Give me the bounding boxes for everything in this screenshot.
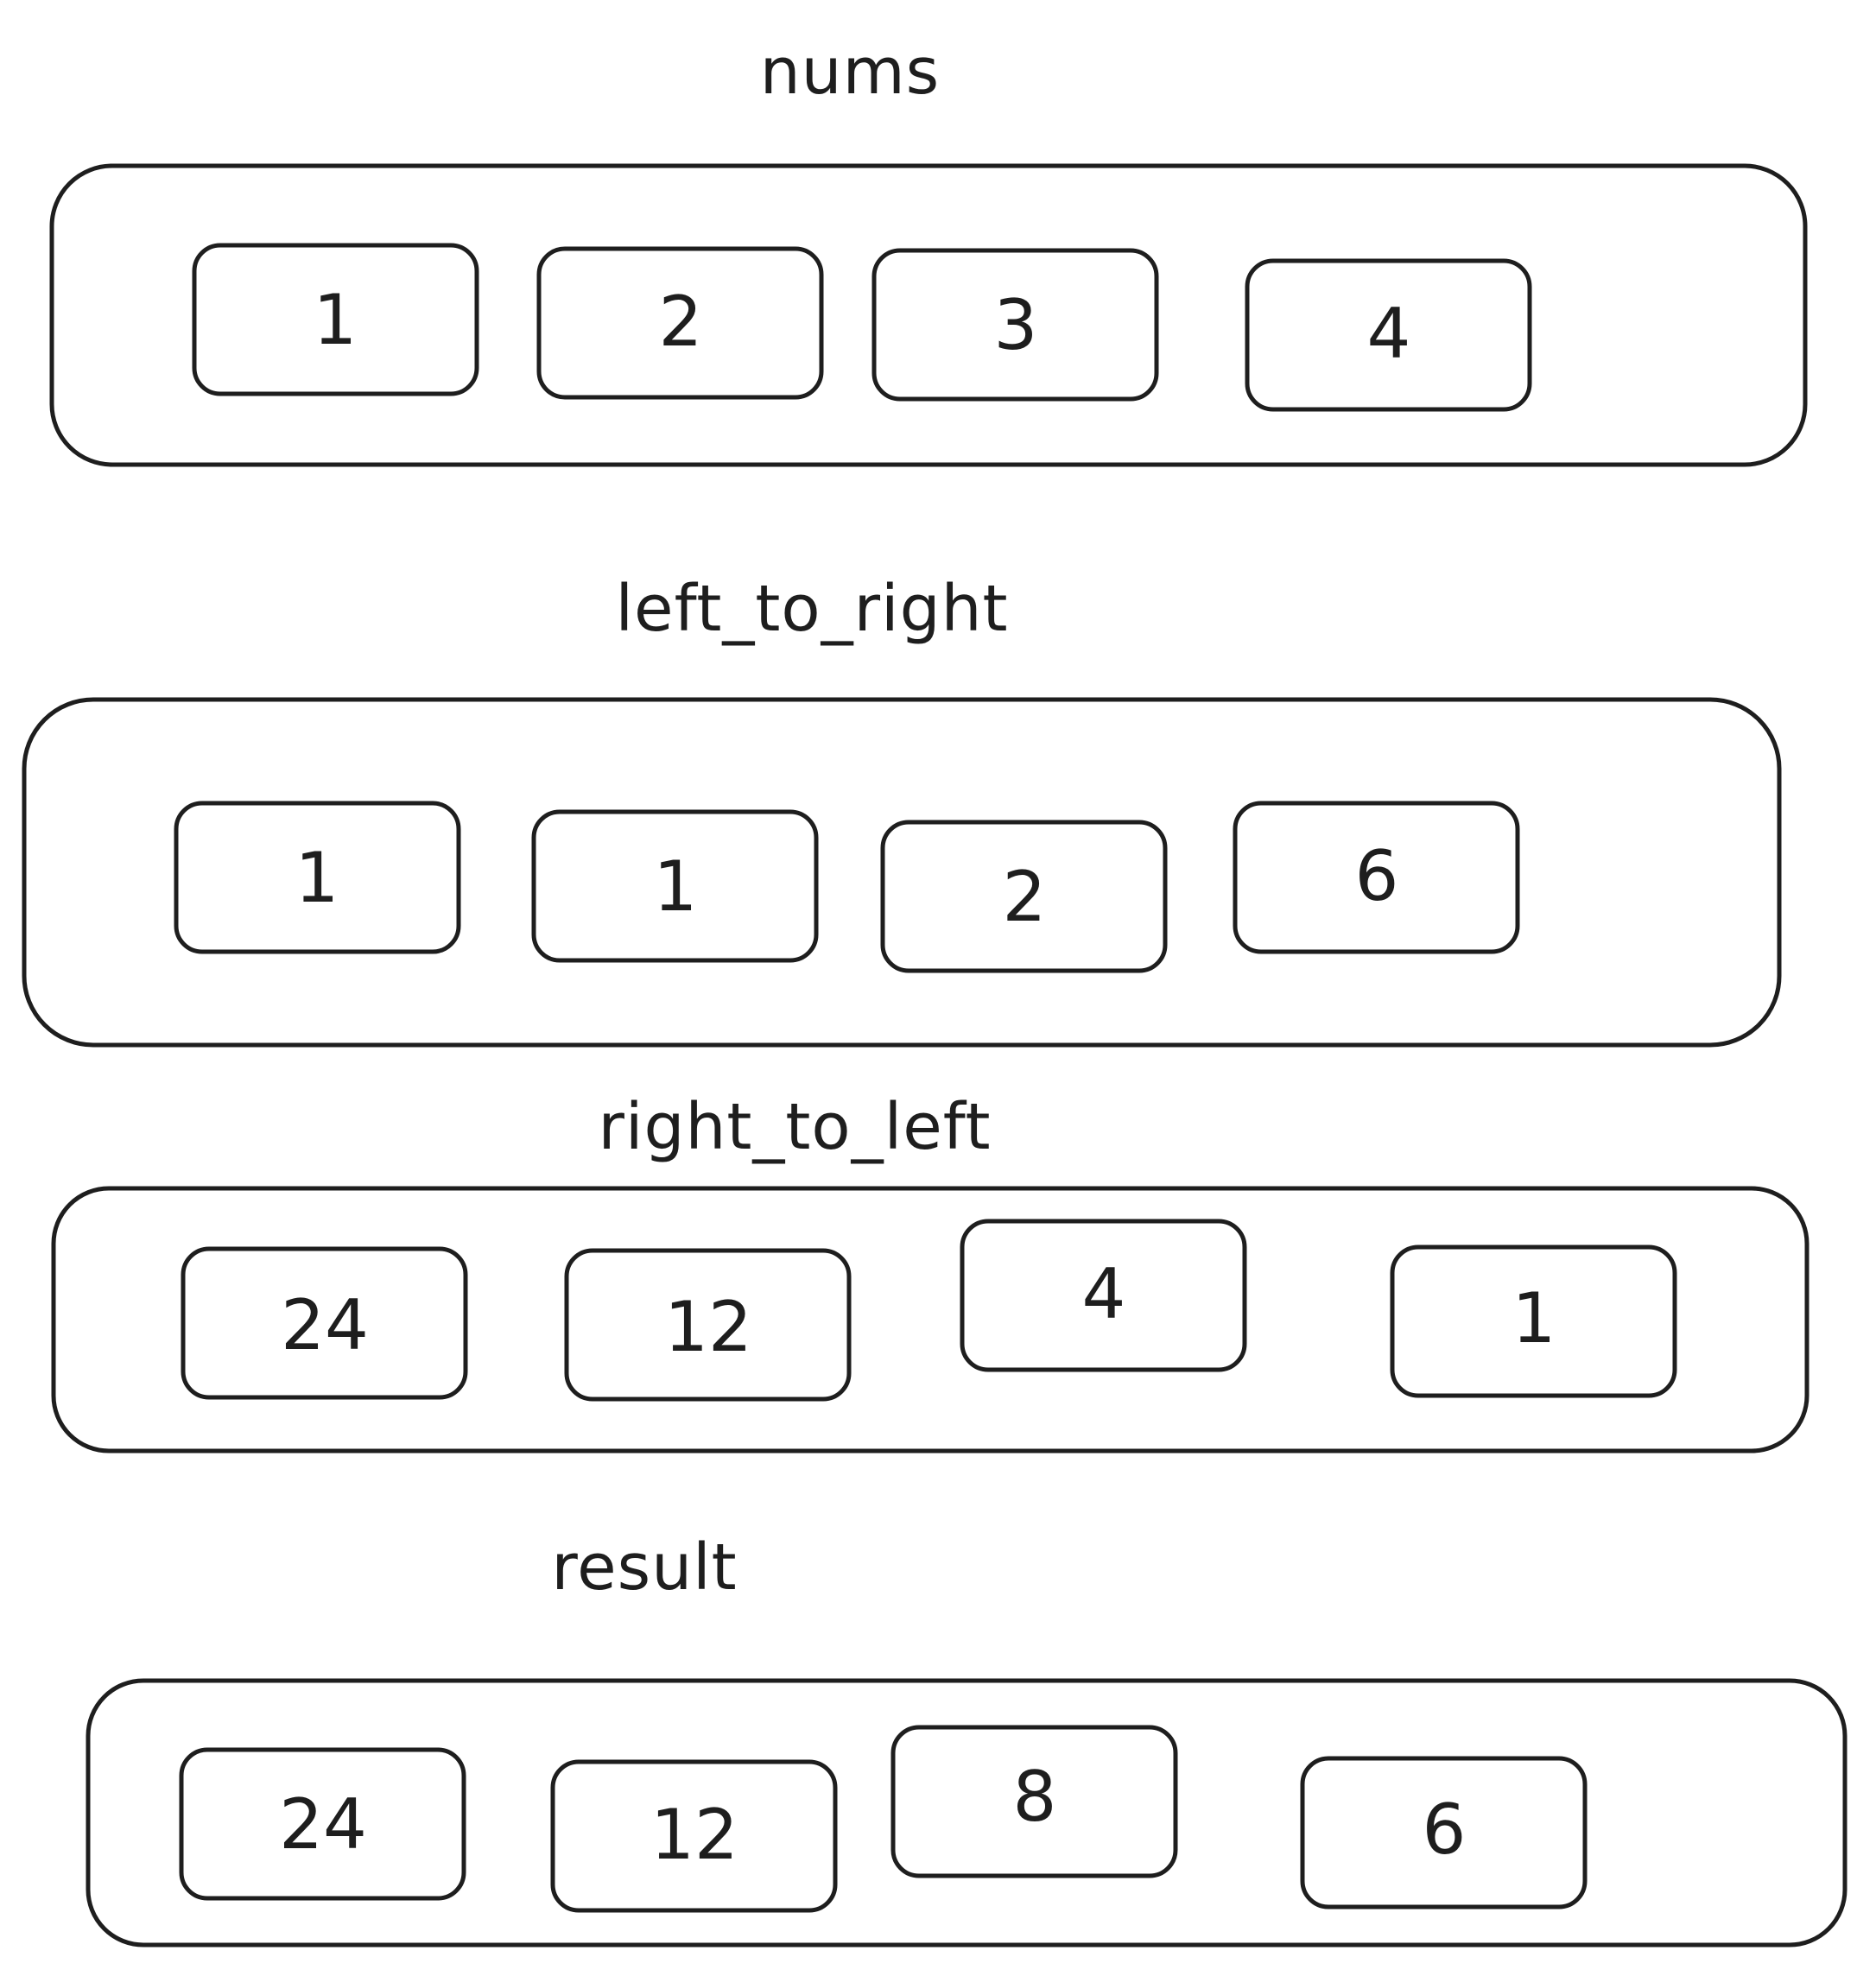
array-label-left-to-right: left_to_right (615, 572, 1008, 646)
array-value: 1 (654, 846, 698, 927)
array-value: 2 (1003, 857, 1047, 937)
array-value: 12 (650, 1795, 738, 1875)
array-cell (871, 248, 1159, 402)
array-label-result: result (551, 1530, 737, 1605)
array-value: 4 (1367, 294, 1411, 374)
array-cell (1390, 1244, 1677, 1398)
array-cell (536, 246, 824, 400)
array-left-to-right: left_to_right 1 1 2 6 (22, 572, 1782, 1048)
array-cell (880, 820, 1168, 973)
array-value: 1 (314, 280, 358, 360)
array-value: 24 (279, 1784, 367, 1865)
array-value: 8 (1013, 1757, 1057, 1837)
array-label-right-to-left: right_to_left (598, 1090, 991, 1164)
array-cell (890, 1725, 1178, 1878)
array-value: 1 (295, 838, 339, 918)
array-cell (1245, 258, 1532, 412)
array-value: 2 (659, 282, 703, 362)
array-value: 6 (1423, 1789, 1467, 1870)
array-cell (174, 801, 461, 954)
array-cell (550, 1759, 838, 1913)
array-value: 4 (1082, 1254, 1126, 1334)
array-cell (192, 243, 479, 396)
array-cell (1233, 801, 1520, 954)
array-value: 24 (281, 1285, 369, 1365)
array-label-nums: nums (760, 35, 940, 109)
array-container-right-to-left (51, 1186, 1809, 1454)
array-cell (960, 1219, 1247, 1372)
array-value: 3 (994, 285, 1038, 365)
array-value: 12 (664, 1287, 752, 1367)
array-value: 6 (1355, 836, 1399, 916)
array-value: 1 (1512, 1278, 1556, 1358)
array-right-to-left: right_to_left 24 12 4 1 (51, 1090, 1809, 1454)
array-cell (564, 1248, 852, 1402)
array-cell (1300, 1756, 1588, 1910)
array-container-left-to-right (22, 697, 1782, 1048)
array-container-result (86, 1678, 1847, 1948)
array-cell (179, 1747, 466, 1901)
array-nums: nums 1 2 3 4 (49, 35, 1808, 467)
array-container-nums (49, 163, 1808, 467)
array-cell (181, 1246, 468, 1400)
array-result: result 24 12 8 6 (86, 1530, 1847, 1948)
array-cell (531, 809, 819, 963)
